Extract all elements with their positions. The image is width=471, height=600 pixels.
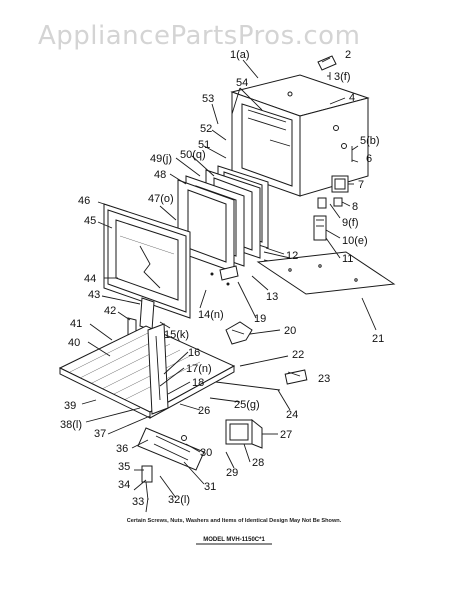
callout-7: 7	[358, 179, 364, 191]
callout-3f: 3(f)	[334, 71, 351, 83]
callout-46: 46	[78, 195, 90, 207]
callout-19: 19	[254, 313, 266, 325]
callout-23: 23	[318, 373, 330, 385]
bottom-plate	[256, 251, 396, 295]
callout-28: 28	[252, 457, 264, 469]
callout-49j: 49(j)	[150, 153, 172, 165]
base-plate	[58, 325, 236, 419]
callout-32l: 32(l)	[168, 494, 190, 506]
transformer	[225, 418, 263, 449]
support-bracket	[147, 323, 169, 415]
callout-40: 40	[68, 337, 80, 349]
callout-2: 2	[345, 49, 351, 61]
switch-assembly	[141, 465, 153, 501]
callout-18: 18	[192, 377, 204, 389]
outer-cabinet	[230, 74, 370, 197]
callout-5b: 5(b)	[360, 135, 380, 147]
callout-13: 13	[266, 291, 278, 303]
callout-9f: 9(f)	[342, 217, 359, 229]
callout-53: 53	[202, 93, 214, 105]
lower-bracket	[137, 427, 205, 471]
callout-4: 4	[349, 92, 355, 104]
callout-22: 22	[292, 349, 304, 361]
callout-39: 39	[64, 400, 76, 412]
callout-29: 29	[226, 467, 238, 479]
callout-44: 44	[84, 273, 96, 285]
callout-16: 16	[188, 347, 200, 359]
callout-50q: 50(q)	[180, 149, 206, 161]
callout-36: 36	[116, 443, 128, 455]
callout-34: 34	[118, 479, 130, 491]
callout-38l: 38(l)	[60, 419, 82, 431]
model-label: MODEL MVH-1150C*1	[203, 537, 265, 543]
callout-6: 6	[366, 153, 372, 165]
callout-8: 8	[352, 201, 358, 213]
leader-lines	[81, 57, 377, 513]
callout-30: 30	[200, 447, 212, 459]
watermark-text: AppliancePartsPros.com	[38, 21, 360, 51]
callout-48: 48	[154, 169, 166, 181]
callout-27: 27	[280, 429, 292, 441]
callout-11: 11	[342, 253, 353, 265]
callout-25g: 25(g)	[234, 399, 260, 411]
callout-15k: 15(k)	[164, 329, 189, 341]
callout-10e: 10(e)	[342, 235, 368, 247]
callout-37: 37	[94, 428, 106, 440]
callout-12: 12	[286, 250, 298, 262]
callout-54: 54	[236, 77, 248, 89]
door-panel	[103, 203, 191, 319]
callout-41: 41	[70, 318, 82, 330]
callout-42: 42	[104, 305, 116, 317]
callout-45: 45	[84, 215, 96, 227]
callout-20: 20	[284, 325, 296, 337]
small-parts	[210, 265, 253, 345]
door-frames	[177, 165, 291, 273]
callout-24: 24	[286, 409, 298, 421]
callout-26: 26	[198, 405, 210, 417]
callout-31: 31	[204, 481, 216, 493]
callout-17n: 17(n)	[186, 363, 212, 375]
callout-51: 51	[198, 139, 210, 151]
callout-21: 21	[372, 333, 384, 345]
footer-note: Certain Screws, Nuts, Washers and Items …	[127, 518, 342, 524]
callout-14n: 14(n)	[198, 309, 224, 321]
callout-47o: 47(o)	[148, 193, 174, 205]
heater-rod	[215, 369, 308, 391]
callout-1a: 1(a)	[230, 49, 250, 61]
callout-52: 52	[200, 123, 212, 135]
callout-labels: 1(a) 2 3(f) 4 54 53 52 51 50(q) 49(j) 48…	[60, 49, 384, 508]
right-side-parts	[313, 146, 353, 241]
callout-35: 35	[118, 461, 130, 473]
callout-33: 33	[132, 496, 144, 508]
callout-43: 43	[88, 289, 100, 301]
